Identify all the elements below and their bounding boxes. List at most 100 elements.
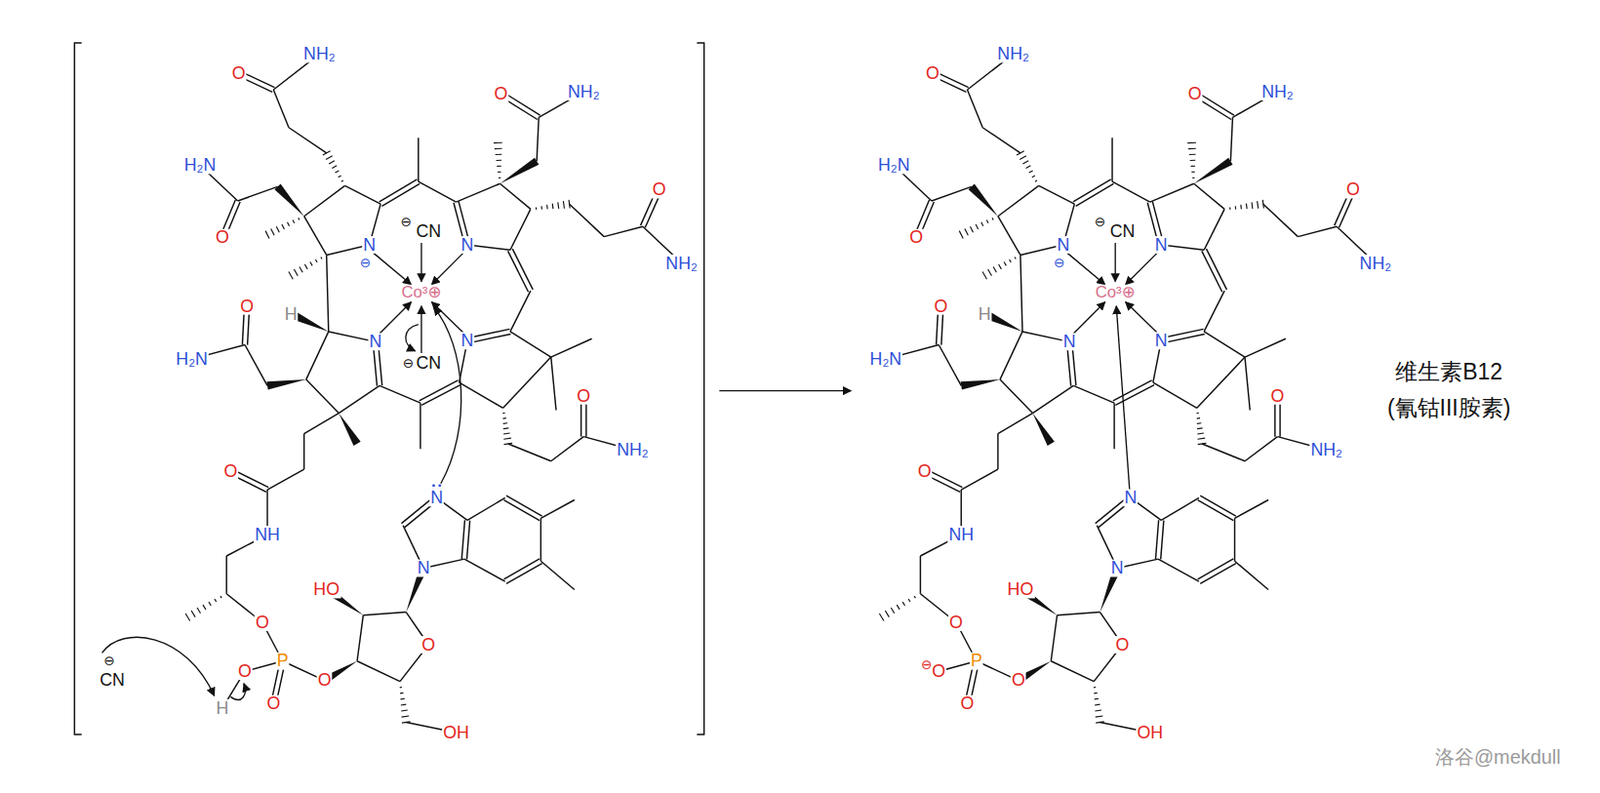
bond	[1014, 256, 1016, 259]
watermark: 洛谷@mekdull	[1434, 747, 1561, 767]
atom-label: ⊖	[400, 214, 413, 229]
bond	[502, 417, 506, 420]
bond	[306, 331, 329, 380]
atom-label: O	[1115, 636, 1131, 654]
bond	[400, 692, 403, 695]
bond	[401, 716, 410, 718]
bond	[510, 331, 552, 358]
bond	[459, 382, 504, 408]
bond	[1201, 443, 1245, 462]
atom-label: CN	[1109, 223, 1137, 241]
atom-label: H	[215, 699, 231, 718]
bond	[536, 117, 539, 161]
bond	[1197, 427, 1203, 430]
bond	[997, 434, 999, 471]
atom-label: P	[276, 652, 290, 671]
atom-label: P	[969, 652, 984, 671]
bond	[890, 607, 894, 614]
bond	[1093, 692, 1097, 695]
arrow	[1116, 306, 1130, 490]
atom-label: O	[265, 695, 281, 714]
bond	[1009, 259, 1012, 263]
bond	[1190, 160, 1197, 161]
bond	[379, 385, 421, 403]
atom-label: Co³⊕	[1094, 284, 1137, 302]
bond	[466, 520, 470, 560]
bond	[506, 563, 543, 585]
bond	[546, 204, 549, 209]
lone-pair	[438, 483, 441, 487]
bond	[896, 604, 900, 610]
atom-label: O	[930, 662, 947, 680]
bond	[1192, 177, 1195, 179]
bond	[551, 437, 584, 462]
bond	[1050, 661, 1094, 682]
bond	[304, 264, 308, 270]
compound-name: (氰钴III胺素)	[1386, 397, 1513, 420]
atom-label: O	[1187, 84, 1203, 103]
bond	[1257, 200, 1259, 209]
atom-label: CN	[414, 223, 442, 241]
bond	[508, 443, 552, 462]
bond	[1203, 290, 1225, 332]
bond	[1160, 520, 1164, 560]
wedge-bond	[274, 184, 304, 217]
bond	[1200, 495, 1237, 517]
atom-label: OH	[441, 723, 471, 742]
bond	[535, 207, 537, 210]
bond	[1200, 563, 1237, 585]
bond	[293, 269, 298, 277]
bond	[1073, 179, 1112, 202]
bond	[1029, 170, 1034, 173]
bond	[417, 137, 419, 182]
reaction-marks	[74, 42, 851, 735]
bond	[1000, 331, 1023, 380]
arrow	[431, 302, 463, 333]
atom-label: O	[948, 613, 964, 632]
bond	[502, 412, 505, 414]
bond	[975, 224, 978, 230]
atom-label: N	[429, 489, 444, 508]
bond	[334, 170, 339, 173]
atom-label: CN	[98, 672, 126, 690]
atom-label: O	[317, 672, 333, 690]
bond	[197, 607, 200, 614]
bond	[1201, 250, 1223, 292]
bond	[1197, 417, 1200, 420]
bond	[496, 160, 503, 161]
atom-label: H₂N	[174, 350, 209, 368]
bond	[914, 596, 916, 599]
bond	[1235, 560, 1270, 590]
bond	[1240, 204, 1242, 209]
atom-label: O	[917, 462, 933, 480]
atom-label: N	[1055, 236, 1071, 254]
bond	[1160, 497, 1200, 520]
bond	[1194, 183, 1225, 209]
bond	[908, 599, 911, 602]
bond	[1150, 183, 1195, 202]
bracket	[696, 42, 704, 735]
atom-label: O	[651, 181, 668, 200]
bond	[506, 495, 543, 517]
bond	[265, 231, 270, 240]
bond	[400, 686, 402, 688]
bond	[310, 261, 313, 266]
molecule-right	[879, 53, 1375, 733]
bond	[562, 200, 564, 209]
atom-label: N	[460, 236, 476, 254]
bond	[1022, 160, 1029, 164]
bond	[400, 698, 404, 701]
bond	[981, 222, 984, 227]
bond	[998, 216, 1021, 256]
atom-label: HO	[1006, 581, 1036, 600]
atom-label: H	[977, 305, 993, 323]
wedge-bond	[988, 312, 1023, 331]
bond	[303, 434, 305, 471]
bond	[306, 379, 339, 414]
wedge-bond	[266, 379, 306, 390]
curved-arrow	[230, 683, 245, 701]
bond	[1229, 207, 1231, 210]
bond	[1113, 402, 1115, 449]
bond	[1198, 500, 1235, 521]
atom-label: H₂N	[869, 350, 904, 368]
